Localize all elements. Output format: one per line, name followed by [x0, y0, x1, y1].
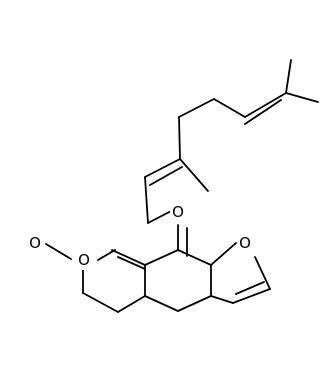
bond [235, 281, 265, 295]
bond [232, 288, 271, 304]
bond [117, 256, 146, 270]
bond [82, 292, 119, 313]
bond [144, 158, 181, 178]
carbonyl-oxygen-atom: O [26, 233, 43, 253]
furan-oxygen-atom: O [237, 233, 254, 253]
bond [244, 99, 282, 125]
bond [285, 92, 319, 103]
bond [177, 295, 212, 312]
bond [144, 295, 179, 312]
bond [117, 295, 146, 313]
bond [144, 176, 149, 224]
bond [254, 256, 271, 290]
bond-lines [45, 59, 319, 313]
bond [213, 98, 246, 118]
bond [210, 242, 237, 266]
bond [97, 249, 116, 261]
bond [149, 166, 183, 186]
ether-oxygen-label: O [172, 203, 184, 221]
ring-oxygen-label: O [78, 251, 90, 269]
bond [179, 158, 209, 192]
furan-oxygen-label: O [239, 234, 251, 252]
bond [178, 98, 215, 118]
bond [178, 116, 181, 160]
atom-labels: O O O O [26, 202, 254, 270]
ring-oxygen-atom: O [76, 250, 93, 270]
bond [244, 92, 287, 118]
bond [210, 295, 234, 304]
carbonyl-oxygen-label: O [29, 234, 41, 252]
bond [111, 249, 146, 266]
ether-oxygen-atom: O [170, 202, 187, 222]
bond [177, 249, 212, 266]
bond [285, 59, 292, 94]
bond [45, 243, 72, 260]
bond [144, 249, 179, 266]
